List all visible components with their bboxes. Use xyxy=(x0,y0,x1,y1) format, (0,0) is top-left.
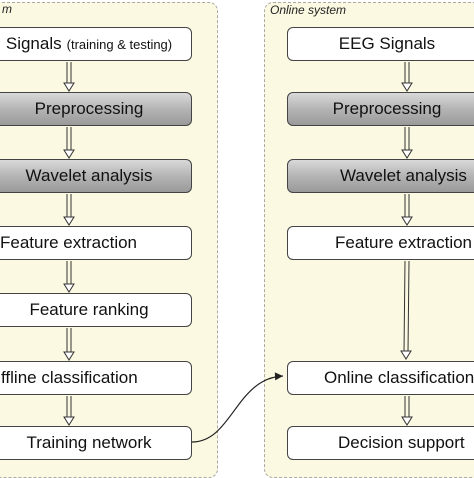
offline-preprocessing-box: Preprocessing xyxy=(0,92,192,126)
decision-support-box: Decision support xyxy=(287,426,474,460)
offline-wavelet-label: Wavelet analysis xyxy=(25,166,153,185)
offline-preprocessing-label: Preprocessing xyxy=(34,99,144,118)
offline-signals-label: Signals xyxy=(5,34,62,53)
online-wavelet-label: Wavelet analysis xyxy=(340,166,467,185)
offline-classification-label: ffline classification xyxy=(1,368,138,387)
online-classification-label: Online classification xyxy=(324,368,474,387)
offline-panel-title: m xyxy=(2,2,12,16)
offline-feature-extraction-box: Feature extraction xyxy=(0,226,192,260)
online-eeg-signals-box: EEG Signals xyxy=(287,27,474,61)
training-network-box: Training network xyxy=(0,426,192,460)
offline-feature-ranking-label: Feature ranking xyxy=(29,300,149,319)
online-preprocessing-box: Preprocessing xyxy=(287,92,474,126)
offline-classification-box: ffline classification xyxy=(0,361,192,395)
offline-signals-box: Signals (training & testing) xyxy=(0,27,192,61)
online-wavelet-box: Wavelet analysis xyxy=(287,159,474,193)
online-feature-extraction-label: Feature extraction xyxy=(335,233,473,252)
offline-feature-extraction-label: Feature extraction xyxy=(0,233,138,252)
offline-signals-note: (training & testing) xyxy=(66,36,173,52)
online-feature-extraction-box: Feature extraction xyxy=(287,226,474,260)
online-panel-title: Online system xyxy=(270,3,347,17)
online-preprocessing-label: Preprocessing xyxy=(332,99,442,118)
offline-wavelet-box: Wavelet analysis xyxy=(0,159,192,193)
training-network-label: Training network xyxy=(26,433,152,452)
decision-support-label: Decision support xyxy=(338,433,465,452)
online-classification-box: Online classification xyxy=(287,361,474,395)
online-eeg-signals-label: EEG Signals xyxy=(338,34,436,53)
offline-feature-ranking-box: Feature ranking xyxy=(0,293,192,327)
